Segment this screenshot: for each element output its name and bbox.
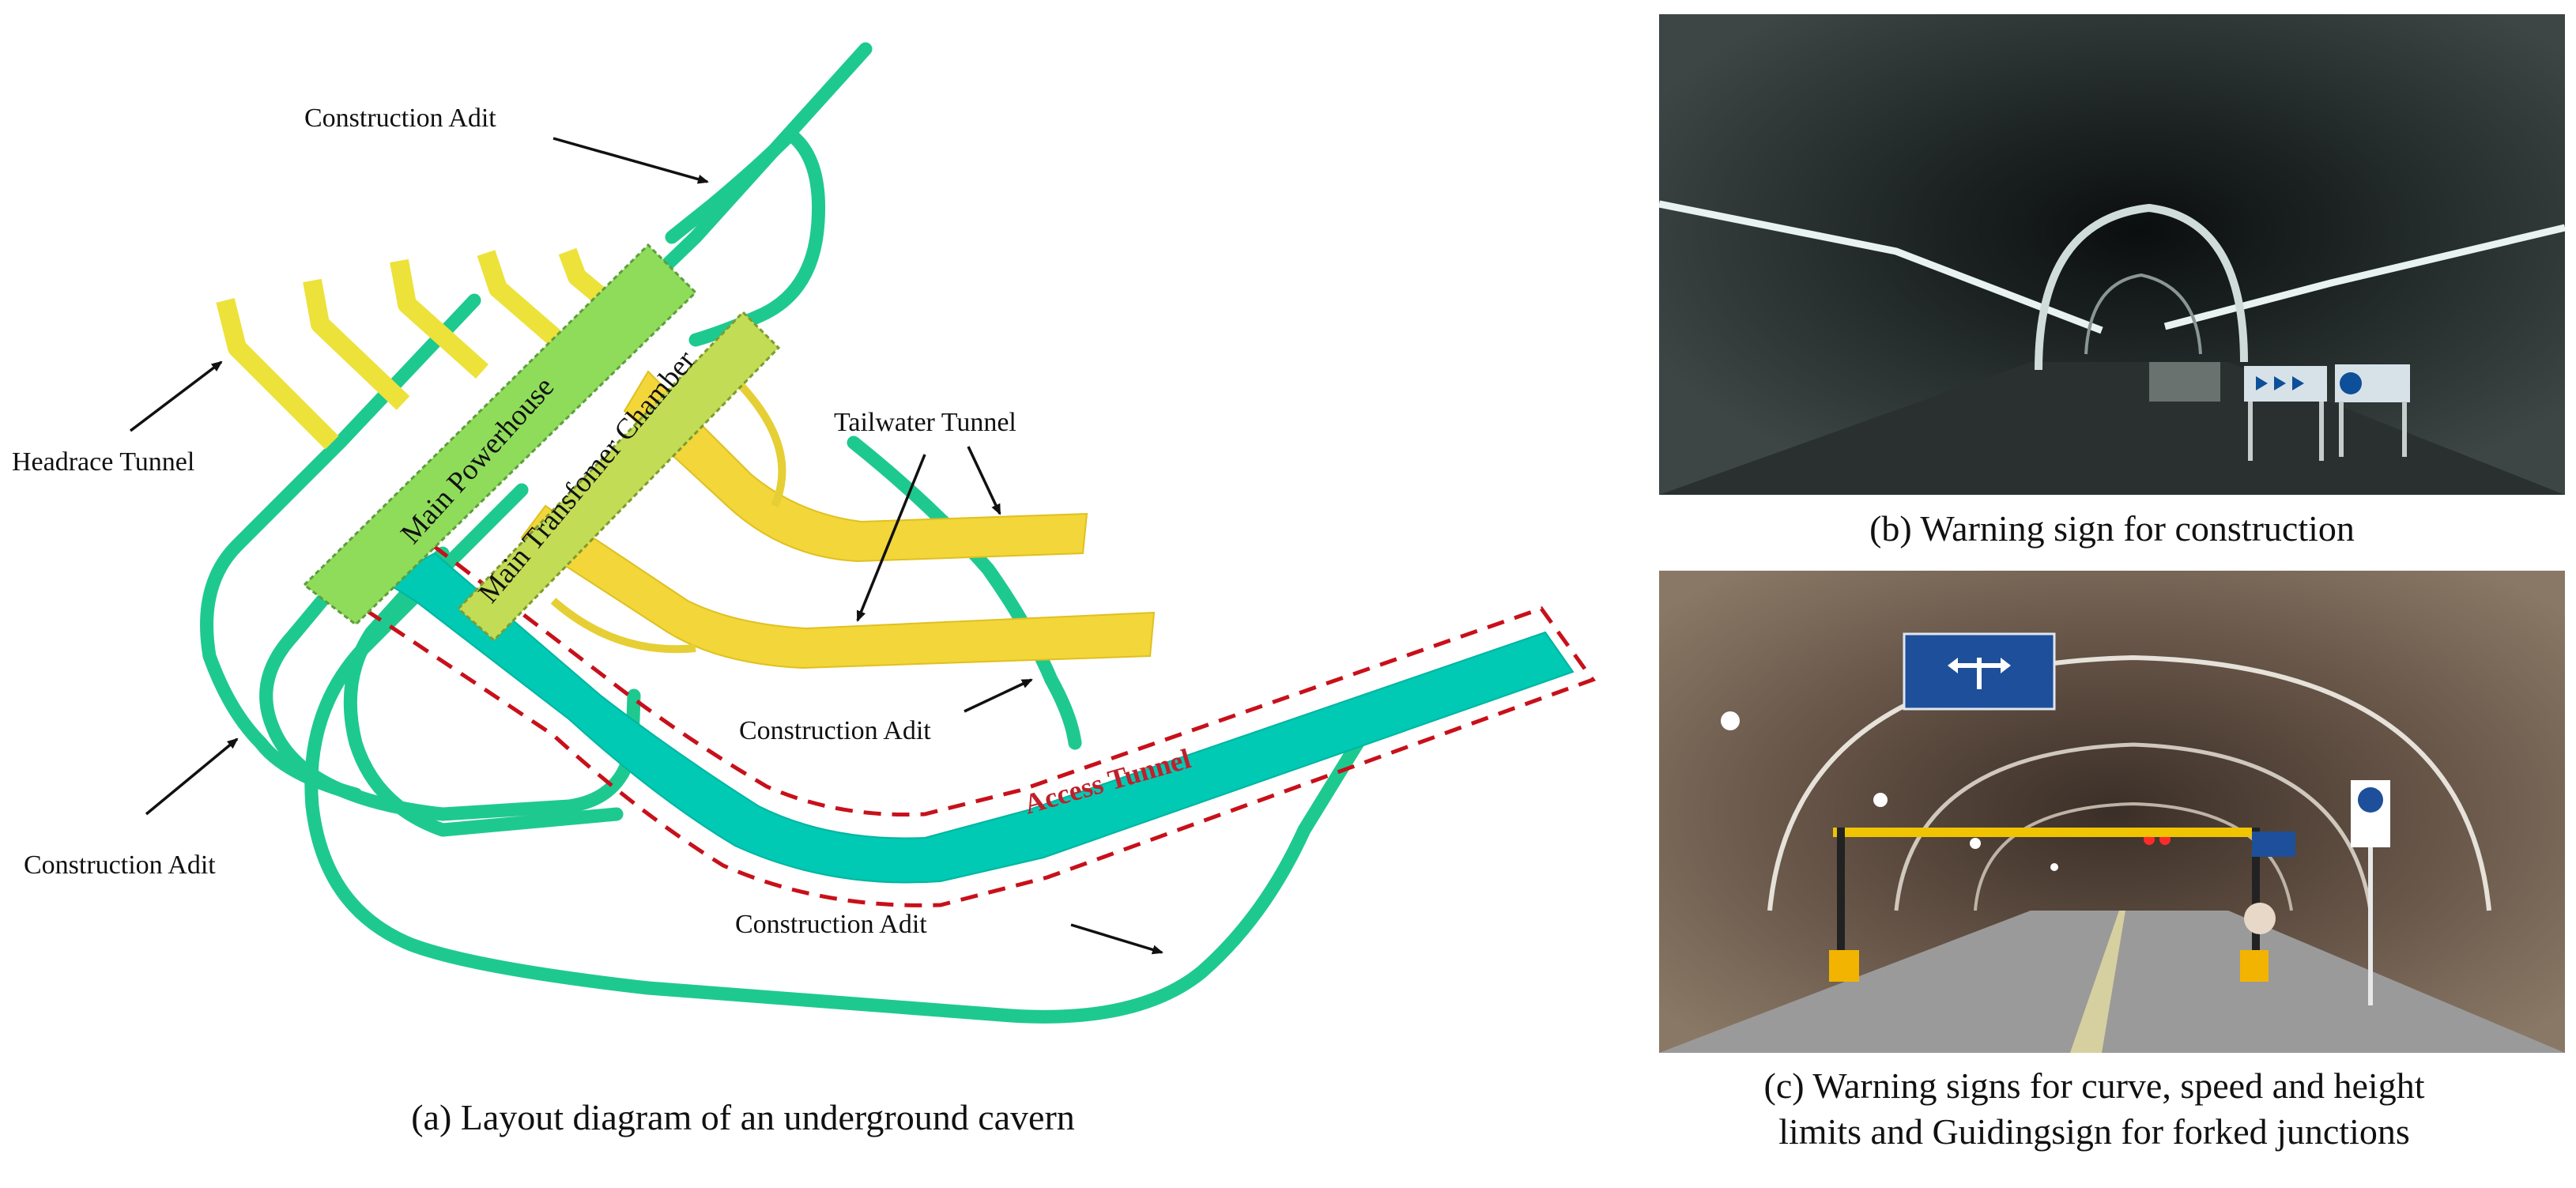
construction-warning-sign [2244,364,2410,461]
access-tunnel [382,552,1575,884]
arrow-adit-mid [964,678,1033,713]
construction-adit-bottom-loop [304,483,1375,1024]
construction-adit-left-outer [200,293,481,750]
arrow-adit-bottom [1070,923,1164,955]
construction-adit-top-label: Construction Adit [304,104,496,133]
caption-b: (b) Warning sign for construction [1869,508,2355,549]
headrace-tunnel-3 [390,258,489,379]
arrow-headrace [129,360,223,432]
arrow-adit-left [145,737,239,816]
tailwater-loop-1 [724,368,786,508]
caption-c-line1: (c) Warning signs for curve, speed and h… [1763,1065,2425,1106]
tailwater-tunnel-upper [623,370,1088,563]
access-tunnel-outline [353,541,1596,907]
photo-warning-and-guide-signs [1659,571,2565,1053]
construction-adit-mid [847,436,1082,750]
arrow-adit-top [553,137,709,184]
construction-adit-left-inner [254,736,363,801]
main-transformer-chamber [456,310,781,643]
headrace-tunnel-label: Headrace Tunnel [12,447,194,477]
construction-adit-left-label: Construction Adit [24,850,216,880]
main-powerhouse [302,243,698,626]
tailwater-tunnel-label: Tailwater Tunnel [834,408,1016,437]
arrow-tailwater-lower [856,454,926,622]
forked-junction-guide-sign [1903,632,2056,711]
arrow-tailwater-upper [967,446,1001,515]
caption-a: (a) Layout diagram of an underground cav… [411,1097,1075,1137]
photo-construction-warning [1659,14,2565,495]
construction-adit-mid-label: Construction Adit [739,716,931,745]
headrace-tunnel-4 [477,250,564,348]
caption-c-line2: limits and Guidingsign for forked juncti… [1778,1111,2410,1152]
headrace-tunnel-1 [216,298,339,450]
construction-adit-inner-loop [343,546,624,837]
height-limit-gantry [1833,828,2260,970]
tailwater-loop-2 [550,598,696,654]
cavern-layout-diagram: Main Powerhouse Main Transfomer Chamber … [12,42,1596,1024]
construction-adit-top-branch-2 [665,127,798,244]
speed-and-curve-warning-signs [2244,780,2390,1005]
caption-c: (c) Warning signs for curve, speed and h… [1612,1063,2576,1154]
headrace-tunnel-2 [303,278,410,410]
construction-adit-network [200,42,1375,1024]
construction-adit-bottom-label: Construction Adit [735,910,927,939]
